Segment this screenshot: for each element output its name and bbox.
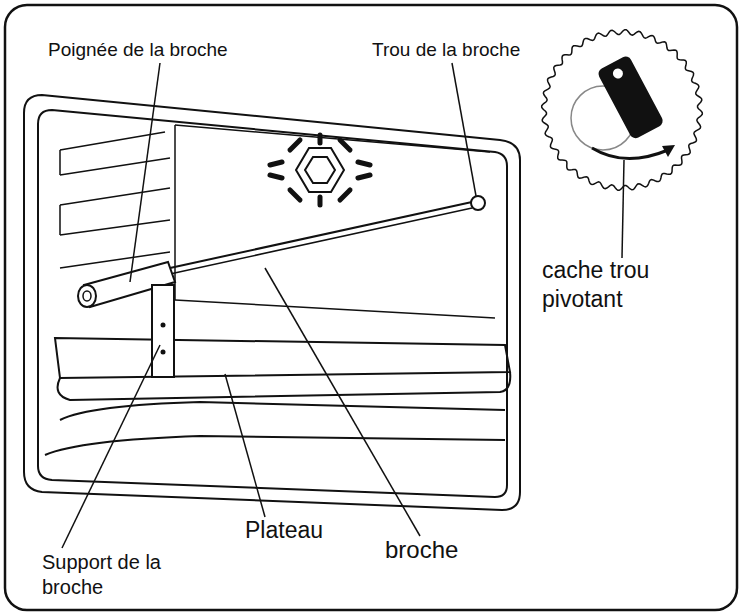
leader-lines [62,63,624,548]
fan-grille [270,135,370,205]
part-label: Plateau [245,516,365,545]
outer-border [5,5,737,610]
spit [78,196,485,377]
part-label: cache trou pivotant [542,256,677,314]
part-label: Trou de la broche [372,38,572,62]
oven-cavity [24,95,520,510]
part-label: Poignée de la broche [48,38,308,62]
part-label: Support de la broche [42,550,182,600]
inset-detail [542,30,703,191]
part-label: broche [385,535,505,565]
